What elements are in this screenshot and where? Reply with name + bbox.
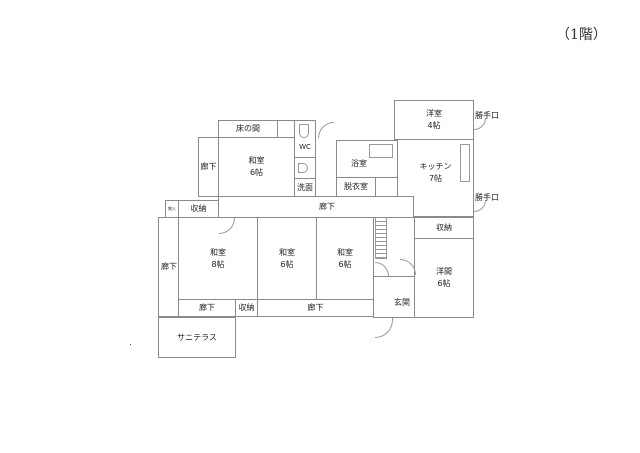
room-corridor-bottom-right: 廊下 xyxy=(257,299,374,317)
room-label: 廊下 xyxy=(307,303,324,312)
room-washer-space xyxy=(375,177,398,197)
room-label: 玄関 xyxy=(394,298,410,307)
room-label: 廊下 xyxy=(199,303,215,312)
door-swing-icon xyxy=(474,200,486,212)
room-small-closet: 物入 xyxy=(165,200,179,218)
room-closet-small-top xyxy=(277,120,295,138)
room-corridor-middle: 廊下 xyxy=(218,196,414,218)
door-swing-icon xyxy=(474,118,486,130)
room-washitsu-6b: 和室 6帖 xyxy=(316,217,374,300)
room-corridor-left: 廊下 xyxy=(158,217,180,317)
room-label: 脱衣室 xyxy=(344,182,368,191)
room-label: 和室 6帖 xyxy=(248,156,265,177)
room-label: キッチン 7帖 xyxy=(419,162,452,183)
room-label: 和室 8帖 xyxy=(210,247,226,269)
room-label: サニテラス xyxy=(177,332,217,342)
kitchen-counter-icon xyxy=(460,144,470,182)
room-corridor-left-upper: 廊下 xyxy=(198,137,219,197)
sink-icon xyxy=(298,163,308,173)
toilet-icon xyxy=(299,124,309,138)
room-corridor-bottom-left: 廊下 xyxy=(178,299,236,317)
room-washitsu-upper: 和室 6帖 xyxy=(218,137,295,197)
label-katteguchi-lower: 勝手口 xyxy=(475,193,499,202)
room-label: 廊下 xyxy=(200,162,217,171)
room-label: 和室 6帖 xyxy=(337,247,353,269)
floor-label: （1階） xyxy=(556,27,607,43)
room-label: 物入 xyxy=(168,206,176,211)
room-label: WC xyxy=(299,143,311,151)
scan-speck xyxy=(130,344,131,345)
entrance-door-icon xyxy=(375,318,393,338)
room-washitsu-8: 和室 8帖 xyxy=(178,217,258,300)
label-katteguchi-upper: 勝手口 xyxy=(475,111,499,120)
room-label: 廊下 xyxy=(319,202,335,211)
room-label: 洋間 6帖 xyxy=(436,267,452,288)
room-label: 収納 xyxy=(436,223,452,232)
room-datsuishitsu: 脱衣室 xyxy=(336,177,376,197)
room-label: 和室 6帖 xyxy=(279,247,295,269)
room-shuno-right: 収納 xyxy=(414,217,474,239)
room-label: 床の間 xyxy=(236,124,260,133)
room-sunny-terrace: サニテラス xyxy=(158,317,236,358)
bathtub-icon xyxy=(369,144,393,158)
room-tokonoma: 床の間 xyxy=(218,120,278,138)
room-youshitsu-4: 洋室 4帖 xyxy=(394,100,474,140)
door-swing-icon xyxy=(318,122,334,138)
room-washroom: 洗面 xyxy=(294,178,316,197)
room-label: 浴室 xyxy=(351,159,367,168)
room-label: 収納 xyxy=(190,204,207,213)
room-shuno-bottom: 収納 xyxy=(235,299,258,317)
room-shuno-left: 収納 xyxy=(178,200,219,218)
room-youma-6: 洋間 6帖 xyxy=(414,238,474,318)
room-genkan: 玄関 xyxy=(373,276,415,318)
room-label: 洗面 xyxy=(297,182,313,192)
room-washitsu-6a: 和室 6帖 xyxy=(257,217,317,300)
room-label: 廊下 xyxy=(161,262,177,271)
room-label: 洋室 4帖 xyxy=(426,109,442,130)
room-label: 収納 xyxy=(238,303,255,312)
